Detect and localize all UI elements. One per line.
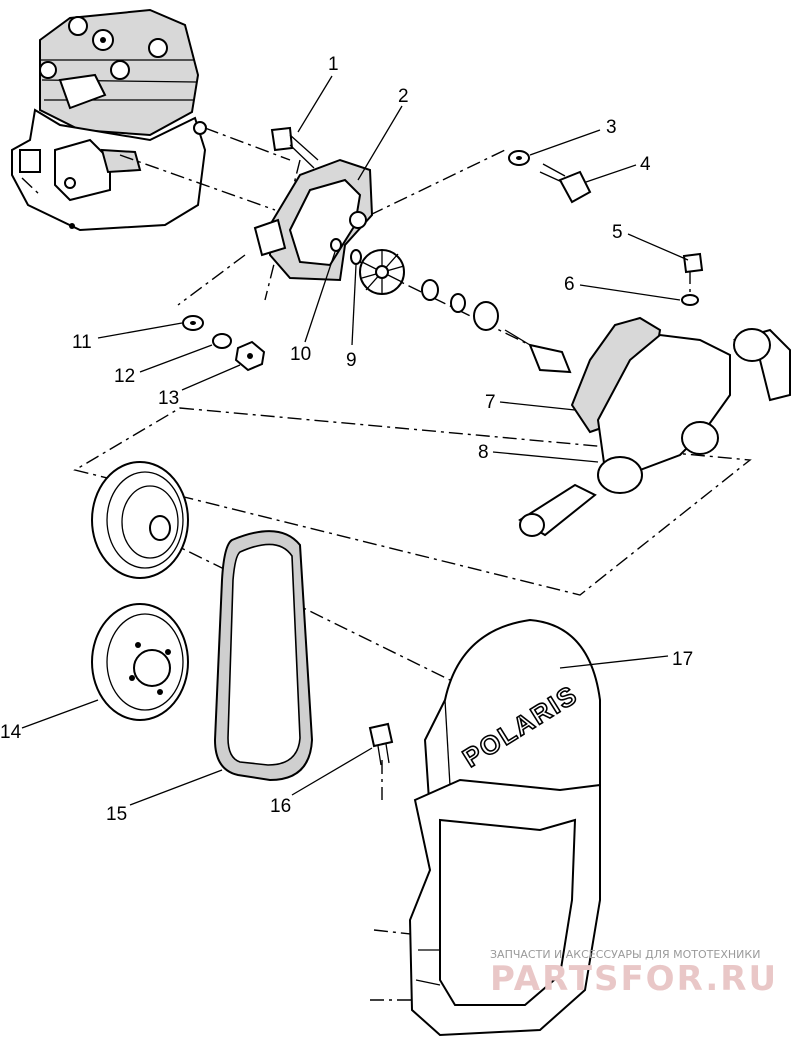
washer-part-6	[681, 294, 699, 306]
lower-pulley-part-14	[91, 603, 189, 721]
callout-17: 17	[672, 649, 693, 670]
lockwasher-part-12	[212, 333, 232, 349]
seal-part-9	[350, 249, 362, 265]
callout-12: 12	[114, 366, 135, 387]
seal-part-10	[330, 238, 342, 252]
callout-2: 2	[398, 86, 409, 107]
callout-7: 7	[485, 392, 496, 413]
callout-3: 3	[606, 117, 617, 138]
callout-15: 15	[106, 804, 127, 825]
callout-8: 8	[478, 442, 489, 463]
bolt-part-1	[270, 126, 319, 169]
nut-part-13	[234, 340, 266, 372]
bearings-and-shaft	[421, 279, 572, 374]
belt-guard-part-17: POLARIS	[423, 618, 601, 821]
gasket-part-2	[253, 158, 374, 282]
washer-part-11	[182, 315, 204, 331]
watermark-caption: ЗАПЧАСТИ И АКСЕССУАРЫ ДЛЯ МОТОТЕХНИКИ	[490, 948, 760, 961]
callout-16: 16	[270, 796, 291, 817]
engine-cylinder-head	[11, 8, 207, 232]
callout-11: 11	[72, 332, 92, 353]
callout-5: 5	[612, 222, 623, 243]
callout-1: 1	[328, 54, 339, 75]
callout-10: 10	[290, 344, 311, 365]
bolt-part-4	[539, 163, 592, 204]
callout-4: 4	[640, 154, 651, 175]
mounting-bracket	[408, 778, 601, 1037]
impeller	[359, 249, 405, 295]
callout-9: 9	[346, 350, 357, 371]
callout-labels: 1 2 3 4 5 6 7 8 9 10 11 12 13 14 15 16 1…	[0, 54, 693, 825]
screw-part-5	[682, 252, 704, 274]
leader-lines	[21, 75, 689, 806]
watermark: ЗАПЧАСТИ И АКСЕССУАРЫ ДЛЯ МОТОТЕХНИКИ PA…	[490, 948, 778, 999]
watermark-site: PARTSFOR.RU	[490, 959, 778, 999]
callout-14: 14	[0, 722, 22, 743]
pump-housing-part-8	[518, 328, 791, 537]
washer-part-3	[508, 150, 530, 166]
upper-pulley	[91, 461, 189, 579]
callout-6: 6	[564, 274, 575, 295]
callout-13: 13	[158, 388, 179, 409]
drive-belt-part-15	[213, 530, 314, 782]
bolt-part-16	[368, 722, 394, 766]
